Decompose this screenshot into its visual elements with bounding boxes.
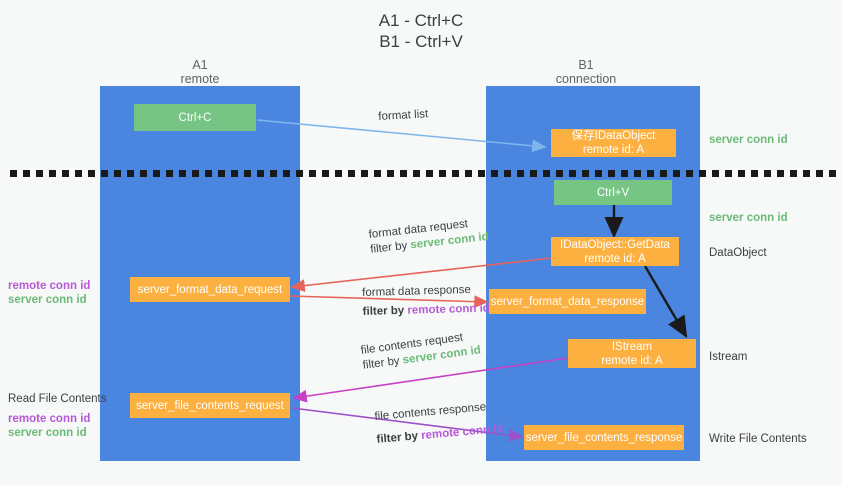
filter-prefix: filter by	[369, 239, 412, 256]
arrow-format-data-response	[289, 295, 489, 309]
column-header-b1: B1 connection	[486, 58, 686, 86]
box-ctrl-c[interactable]: Ctrl+C	[134, 104, 256, 131]
arrow-file-contents-response	[291, 407, 524, 442]
left-annotation-format-remote-conn-id: remote conn id	[8, 280, 91, 292]
right-annotation-istream: Istream	[709, 351, 748, 363]
box-getdata-line1: IDataObject::GetData	[560, 238, 670, 251]
phase-divider	[10, 170, 838, 177]
filter-prefix: filter by	[362, 354, 404, 372]
box-istream-line1: IStream	[611, 340, 653, 353]
box-store-dataobject-line2: remote id: A	[582, 144, 645, 156]
arrow-format-list	[256, 119, 547, 153]
flow-format-data-response-line1: format data response	[362, 283, 471, 299]
flow-label-format-data-response: format data response filter by remote co…	[362, 282, 490, 320]
column-b1-role: connection	[555, 72, 617, 86]
page-title: A1 - Ctrl+C B1 - Ctrl+V	[0, 10, 842, 52]
box-server-format-data-request-label: server_format_data_request	[137, 283, 283, 296]
right-annotation-server-conn-id-mid: server conn id	[709, 212, 788, 224]
box-server-file-contents-request[interactable]: server_file_contents_request	[130, 393, 290, 418]
box-ctrl-v[interactable]: Ctrl+V	[554, 180, 672, 205]
left-annotation-file-server-conn-id: server conn id	[8, 427, 87, 439]
arrow-format-data-request	[290, 257, 553, 292]
box-server-file-contents-response-label: server_file_contents_response	[525, 431, 683, 444]
box-server-format-data-response[interactable]: server_format_data_response	[489, 289, 646, 314]
right-annotation-write-file-contents: Write File Contents	[709, 433, 807, 445]
left-annotation-format-server-conn-id: server conn id	[8, 294, 87, 306]
title-line-2: B1 - Ctrl+V	[379, 32, 463, 51]
arrow-getdata-to-istream	[643, 265, 688, 339]
column-a1-name: A1	[192, 58, 208, 72]
filter-key-remote-conn-id: remote conn id	[407, 302, 491, 317]
arrow-file-contents-request	[292, 357, 569, 403]
box-istream-line2: remote id: A	[601, 354, 663, 367]
box-ctrl-c-label: Ctrl+C	[178, 111, 212, 124]
box-store-dataobject-line1: 保存IDataObject	[571, 130, 656, 142]
box-server-file-contents-request-label: server_file_contents_request	[136, 399, 284, 412]
column-header-a1: A1 remote	[100, 58, 300, 86]
title-line-1: A1 - Ctrl+C	[378, 11, 464, 30]
box-server-file-contents-response[interactable]: server_file_contents_response	[524, 425, 684, 450]
column-a1-role: remote	[180, 72, 220, 86]
flow-label-format-list: format list	[378, 107, 429, 125]
right-annotation-dataobject: DataObject	[709, 247, 767, 259]
flow-label-format-list-text: format list	[378, 108, 429, 123]
column-b1-name: B1	[578, 58, 594, 72]
filter-prefix: filter by	[362, 304, 408, 318]
right-annotation-server-conn-id-top: server conn id	[709, 134, 788, 146]
box-getdata[interactable]: IDataObject::GetData remote id: A	[551, 237, 679, 266]
filter-prefix: filter by	[376, 430, 422, 446]
box-ctrl-v-label: Ctrl+V	[596, 186, 630, 199]
box-store-dataobject[interactable]: 保存IDataObject remote id: A	[551, 129, 676, 157]
left-annotation-read-file-contents: Read File Contents	[8, 393, 107, 405]
box-server-format-data-request[interactable]: server_format_data_request	[130, 277, 290, 302]
box-getdata-line2: remote id: A	[584, 252, 646, 265]
left-annotation-file-remote-conn-id: remote conn id	[8, 413, 91, 425]
box-server-format-data-response-label: server_format_data_response	[490, 295, 645, 308]
box-istream[interactable]: IStream remote id: A	[568, 339, 696, 368]
